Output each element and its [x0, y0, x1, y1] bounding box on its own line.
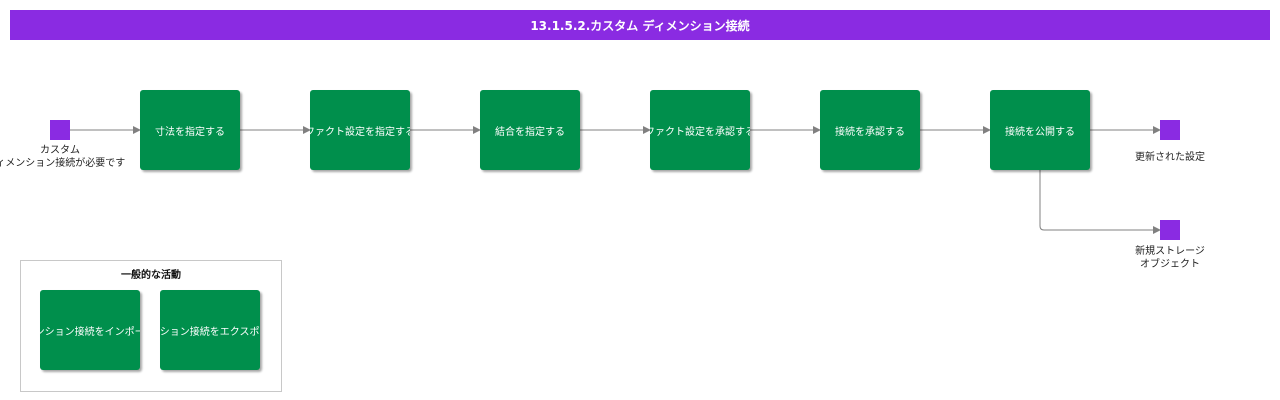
step-label: 寸法を指定する — [155, 126, 225, 138]
activity-label: ディメンション接続をインポートする — [40, 326, 140, 338]
step-label: 接続を公開する — [1005, 126, 1075, 138]
end-label-line2: オブジェクト — [1140, 259, 1200, 270]
end-event-updated-settings-label: 更新された設定 — [1110, 151, 1230, 164]
end-label-line1: 新規ストレージ — [1135, 246, 1205, 257]
step-publish-connection[interactable]: 接続を公開する — [990, 90, 1090, 170]
connector-step6-end2 — [1039, 170, 1161, 234]
end-event-new-storage-object[interactable] — [1160, 220, 1180, 240]
common-activities-group: 一般的な活動 ディメンション接続をインポートする ディメンション接続をエクスポー… — [20, 260, 282, 392]
activity-label: ディメンション接続をエクスポートする — [160, 326, 260, 338]
step-specify-join[interactable]: 結合を指定する — [480, 90, 580, 170]
diagram-title-bar: 13.1.5.2.カスタム ディメンション接続 — [10, 10, 1270, 40]
end-event-new-storage-object-label: 新規ストレージ オブジェクト — [1110, 245, 1230, 271]
common-activities-title: 一般的な活動 — [121, 270, 181, 281]
start-event-label-line2: ディメンション接続が必要です — [0, 158, 126, 169]
end-label-line1: 更新された設定 — [1135, 152, 1205, 163]
start-event-label-line1: カスタム — [40, 145, 80, 156]
step-approve-fact-settings[interactable]: ファクト設定を承認する — [650, 90, 750, 170]
step-approve-connection[interactable]: 接続を承認する — [820, 90, 920, 170]
start-event[interactable] — [50, 120, 70, 140]
diagram-title: 13.1.5.2.カスタム ディメンション接続 — [530, 18, 750, 33]
step-label: ファクト設定を承認する — [650, 126, 750, 138]
step-label: ファクト設定を指定する — [310, 126, 410, 138]
step-label: 結合を指定する — [495, 126, 565, 138]
start-event-label: カスタム ディメンション接続が必要です — [0, 144, 126, 170]
end-event-updated-settings[interactable] — [1160, 120, 1180, 140]
step-specify-fact-settings[interactable]: ファクト設定を指定する — [310, 90, 410, 170]
step-label: 接続を承認する — [835, 126, 905, 138]
activity-import-connection[interactable]: ディメンション接続をインポートする — [40, 290, 140, 370]
activity-export-connection[interactable]: ディメンション接続をエクスポートする — [160, 290, 260, 370]
step-specify-dimensions[interactable]: 寸法を指定する — [140, 90, 240, 170]
